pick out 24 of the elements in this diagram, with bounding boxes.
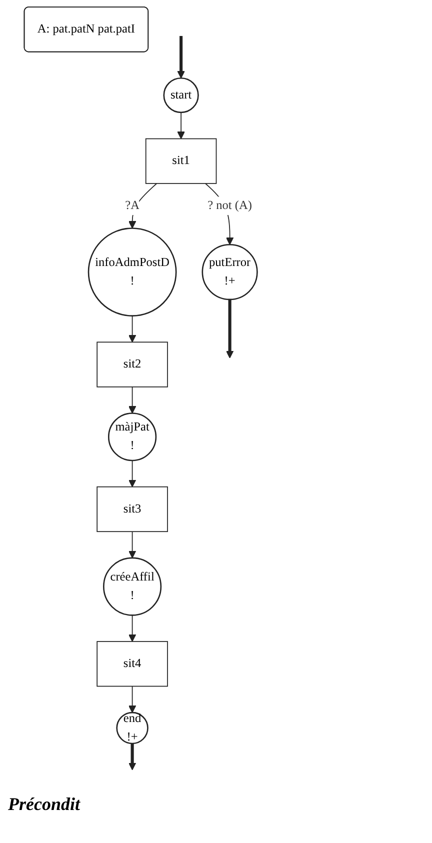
node-circle: putError !+ (202, 244, 258, 300)
node-circle: start (163, 77, 199, 114)
arrow (226, 299, 234, 358)
arrow (177, 36, 185, 78)
arrow (128, 614, 136, 642)
arrow (177, 112, 185, 140)
node-circle: end !+ (116, 712, 148, 744)
arrow (128, 315, 136, 342)
edge-label: ? not (A) (208, 199, 252, 212)
node-circle: màjPat ! (108, 412, 157, 462)
arrow (128, 744, 136, 770)
arrow (128, 386, 136, 414)
heading-label: Précondit (8, 794, 82, 815)
node-box: sit1 (145, 138, 217, 184)
arrow (128, 686, 136, 713)
node-box: sit3 (96, 486, 168, 532)
arrow (128, 460, 136, 488)
node-circle: infoAdmPostD ! (88, 228, 177, 316)
node-circle: créeAffil ! (103, 557, 162, 616)
arrow (128, 183, 158, 229)
arrow (128, 531, 136, 558)
edge-label: ?A (125, 199, 140, 212)
node-box: sit2 (96, 342, 168, 388)
node-box: sit4 (96, 641, 168, 687)
